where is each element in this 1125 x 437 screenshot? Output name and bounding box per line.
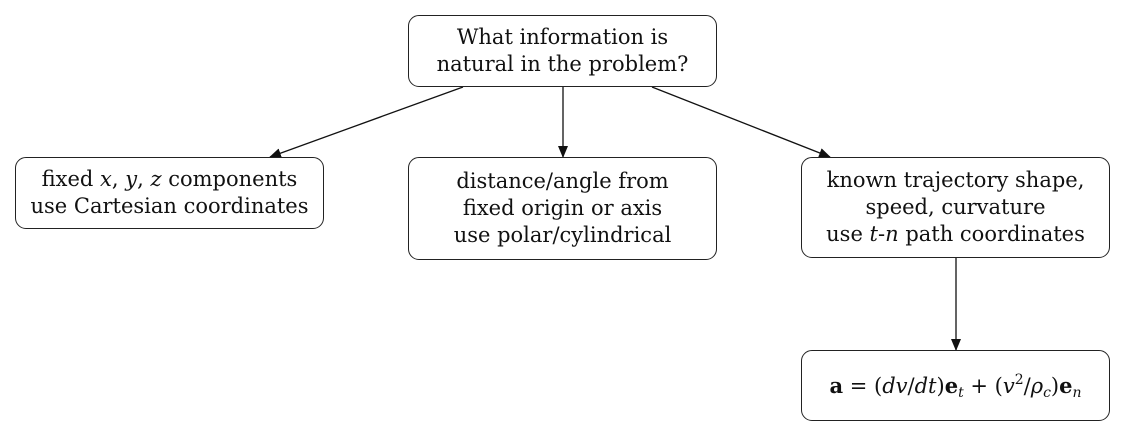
acceleration-formula: a = (dv/dt)et + (v2/ρc)en [829, 371, 1082, 401]
root-question-node: What information is natural in the probl… [408, 15, 717, 87]
path-line-1: known trajectory shape, [826, 168, 1085, 192]
polar-line-1: distance/angle from [456, 169, 669, 193]
path-coordinates-node: known trajectory shape, speed, curvature… [801, 157, 1110, 258]
acceleration-formula-node: a = (dv/dt)et + (v2/ρc)en [801, 350, 1110, 421]
polar-line-2: fixed origin or axis [462, 196, 663, 220]
polar-node: distance/angle from fixed origin or axis… [408, 157, 717, 260]
cartesian-line-2: use Cartesian coordinates [30, 194, 309, 218]
path-line-2: speed, curvature [865, 195, 1046, 219]
polar-line-3: use polar/cylindrical [453, 223, 672, 247]
root-line-1: What information is [456, 25, 669, 49]
root-line-2: natural in the problem? [436, 52, 689, 76]
cartesian-line-1: fixed x, y, z components [41, 167, 298, 191]
cartesian-node: fixed x, y, z components use Cartesian c… [15, 157, 324, 229]
path-line-3: use t-n path coordinates [826, 222, 1085, 246]
arrow-root-to-path [651, 86, 831, 158]
arrow-root-to-cartesian [269, 86, 464, 158]
